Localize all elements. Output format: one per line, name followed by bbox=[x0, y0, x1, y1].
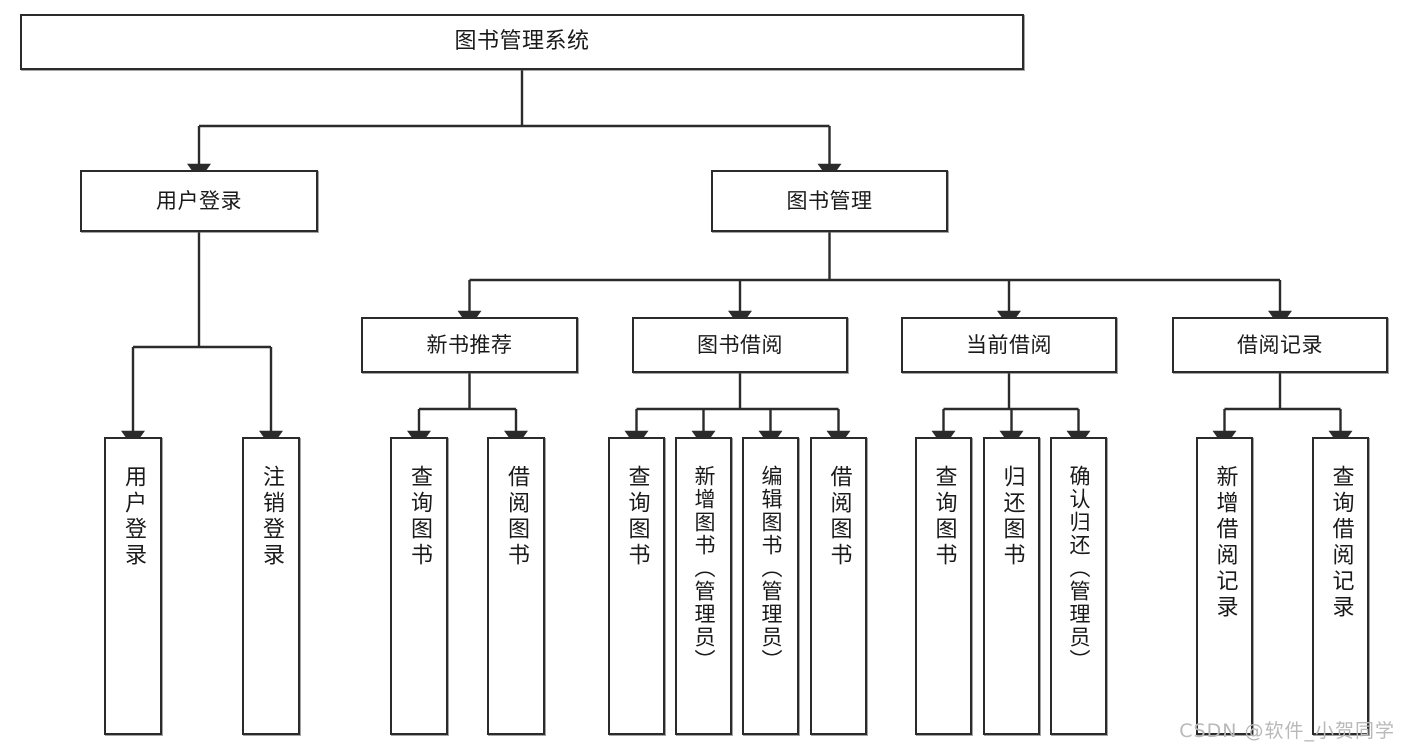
node-leaf_2[interactable]: 注销登录 bbox=[242, 437, 300, 735]
node-label: 确认归还（管理员） bbox=[1067, 465, 1091, 672]
node-label: 查询图书 bbox=[931, 465, 957, 569]
node-label: 新增图书（管理员） bbox=[692, 465, 716, 672]
node-label: 注销登录 bbox=[259, 465, 284, 569]
node-l2_1[interactable]: 用户登录 bbox=[80, 170, 318, 232]
node-leaf_9[interactable]: 查询图书 bbox=[915, 437, 972, 735]
node-leaf_10[interactable]: 归还图书 bbox=[983, 437, 1040, 735]
node-leaf_7[interactable]: 编辑图书（管理员） bbox=[742, 437, 799, 735]
node-label: 借阅图书 bbox=[826, 465, 852, 569]
node-label: 当前借阅 bbox=[966, 332, 1052, 357]
node-leaf_8[interactable]: 借阅图书 bbox=[810, 437, 867, 735]
node-leaf_12[interactable]: 新增借阅记录 bbox=[1196, 437, 1253, 735]
node-leaf_3[interactable]: 查询图书 bbox=[390, 437, 448, 735]
node-label: 用户登录 bbox=[121, 465, 146, 569]
node-label: 查询图书 bbox=[624, 465, 650, 569]
node-l3_3[interactable]: 当前借阅 bbox=[901, 317, 1117, 373]
node-leaf_6[interactable]: 新增图书（管理员） bbox=[675, 437, 732, 735]
node-label: 图书管理系统 bbox=[454, 29, 590, 55]
edges-group bbox=[121, 70, 1353, 448]
node-l3_2[interactable]: 图书借阅 bbox=[632, 317, 848, 373]
node-label: 借阅图书 bbox=[504, 465, 529, 569]
node-label: 新书推荐 bbox=[426, 332, 513, 357]
node-l3_4[interactable]: 借阅记录 bbox=[1172, 317, 1388, 373]
node-label: 查询图书 bbox=[407, 465, 432, 569]
node-leaf_11[interactable]: 确认归还（管理员） bbox=[1050, 437, 1107, 735]
node-label: 图书借阅 bbox=[697, 332, 783, 357]
node-label: 借阅记录 bbox=[1237, 332, 1323, 357]
node-label: 查询借阅记录 bbox=[1328, 465, 1354, 621]
node-label: 归还图书 bbox=[999, 465, 1025, 569]
node-l3_1[interactable]: 新书推荐 bbox=[361, 317, 578, 373]
node-leaf_4[interactable]: 借阅图书 bbox=[487, 437, 545, 735]
node-leaf_13[interactable]: 查询借阅记录 bbox=[1312, 437, 1369, 735]
node-leaf_1[interactable]: 用户登录 bbox=[104, 437, 162, 735]
node-label: 图书管理 bbox=[786, 188, 873, 213]
node-root[interactable]: 图书管理系统 bbox=[20, 14, 1024, 70]
node-label: 新增借阅记录 bbox=[1212, 465, 1238, 621]
watermark-text: CSDN @软件_小贺同学 bbox=[1179, 720, 1395, 742]
node-label: 编辑图书（管理员） bbox=[759, 465, 783, 672]
node-l2_2[interactable]: 图书管理 bbox=[711, 170, 948, 232]
node-leaf_5[interactable]: 查询图书 bbox=[608, 437, 665, 735]
node-label: 用户登录 bbox=[156, 188, 242, 213]
